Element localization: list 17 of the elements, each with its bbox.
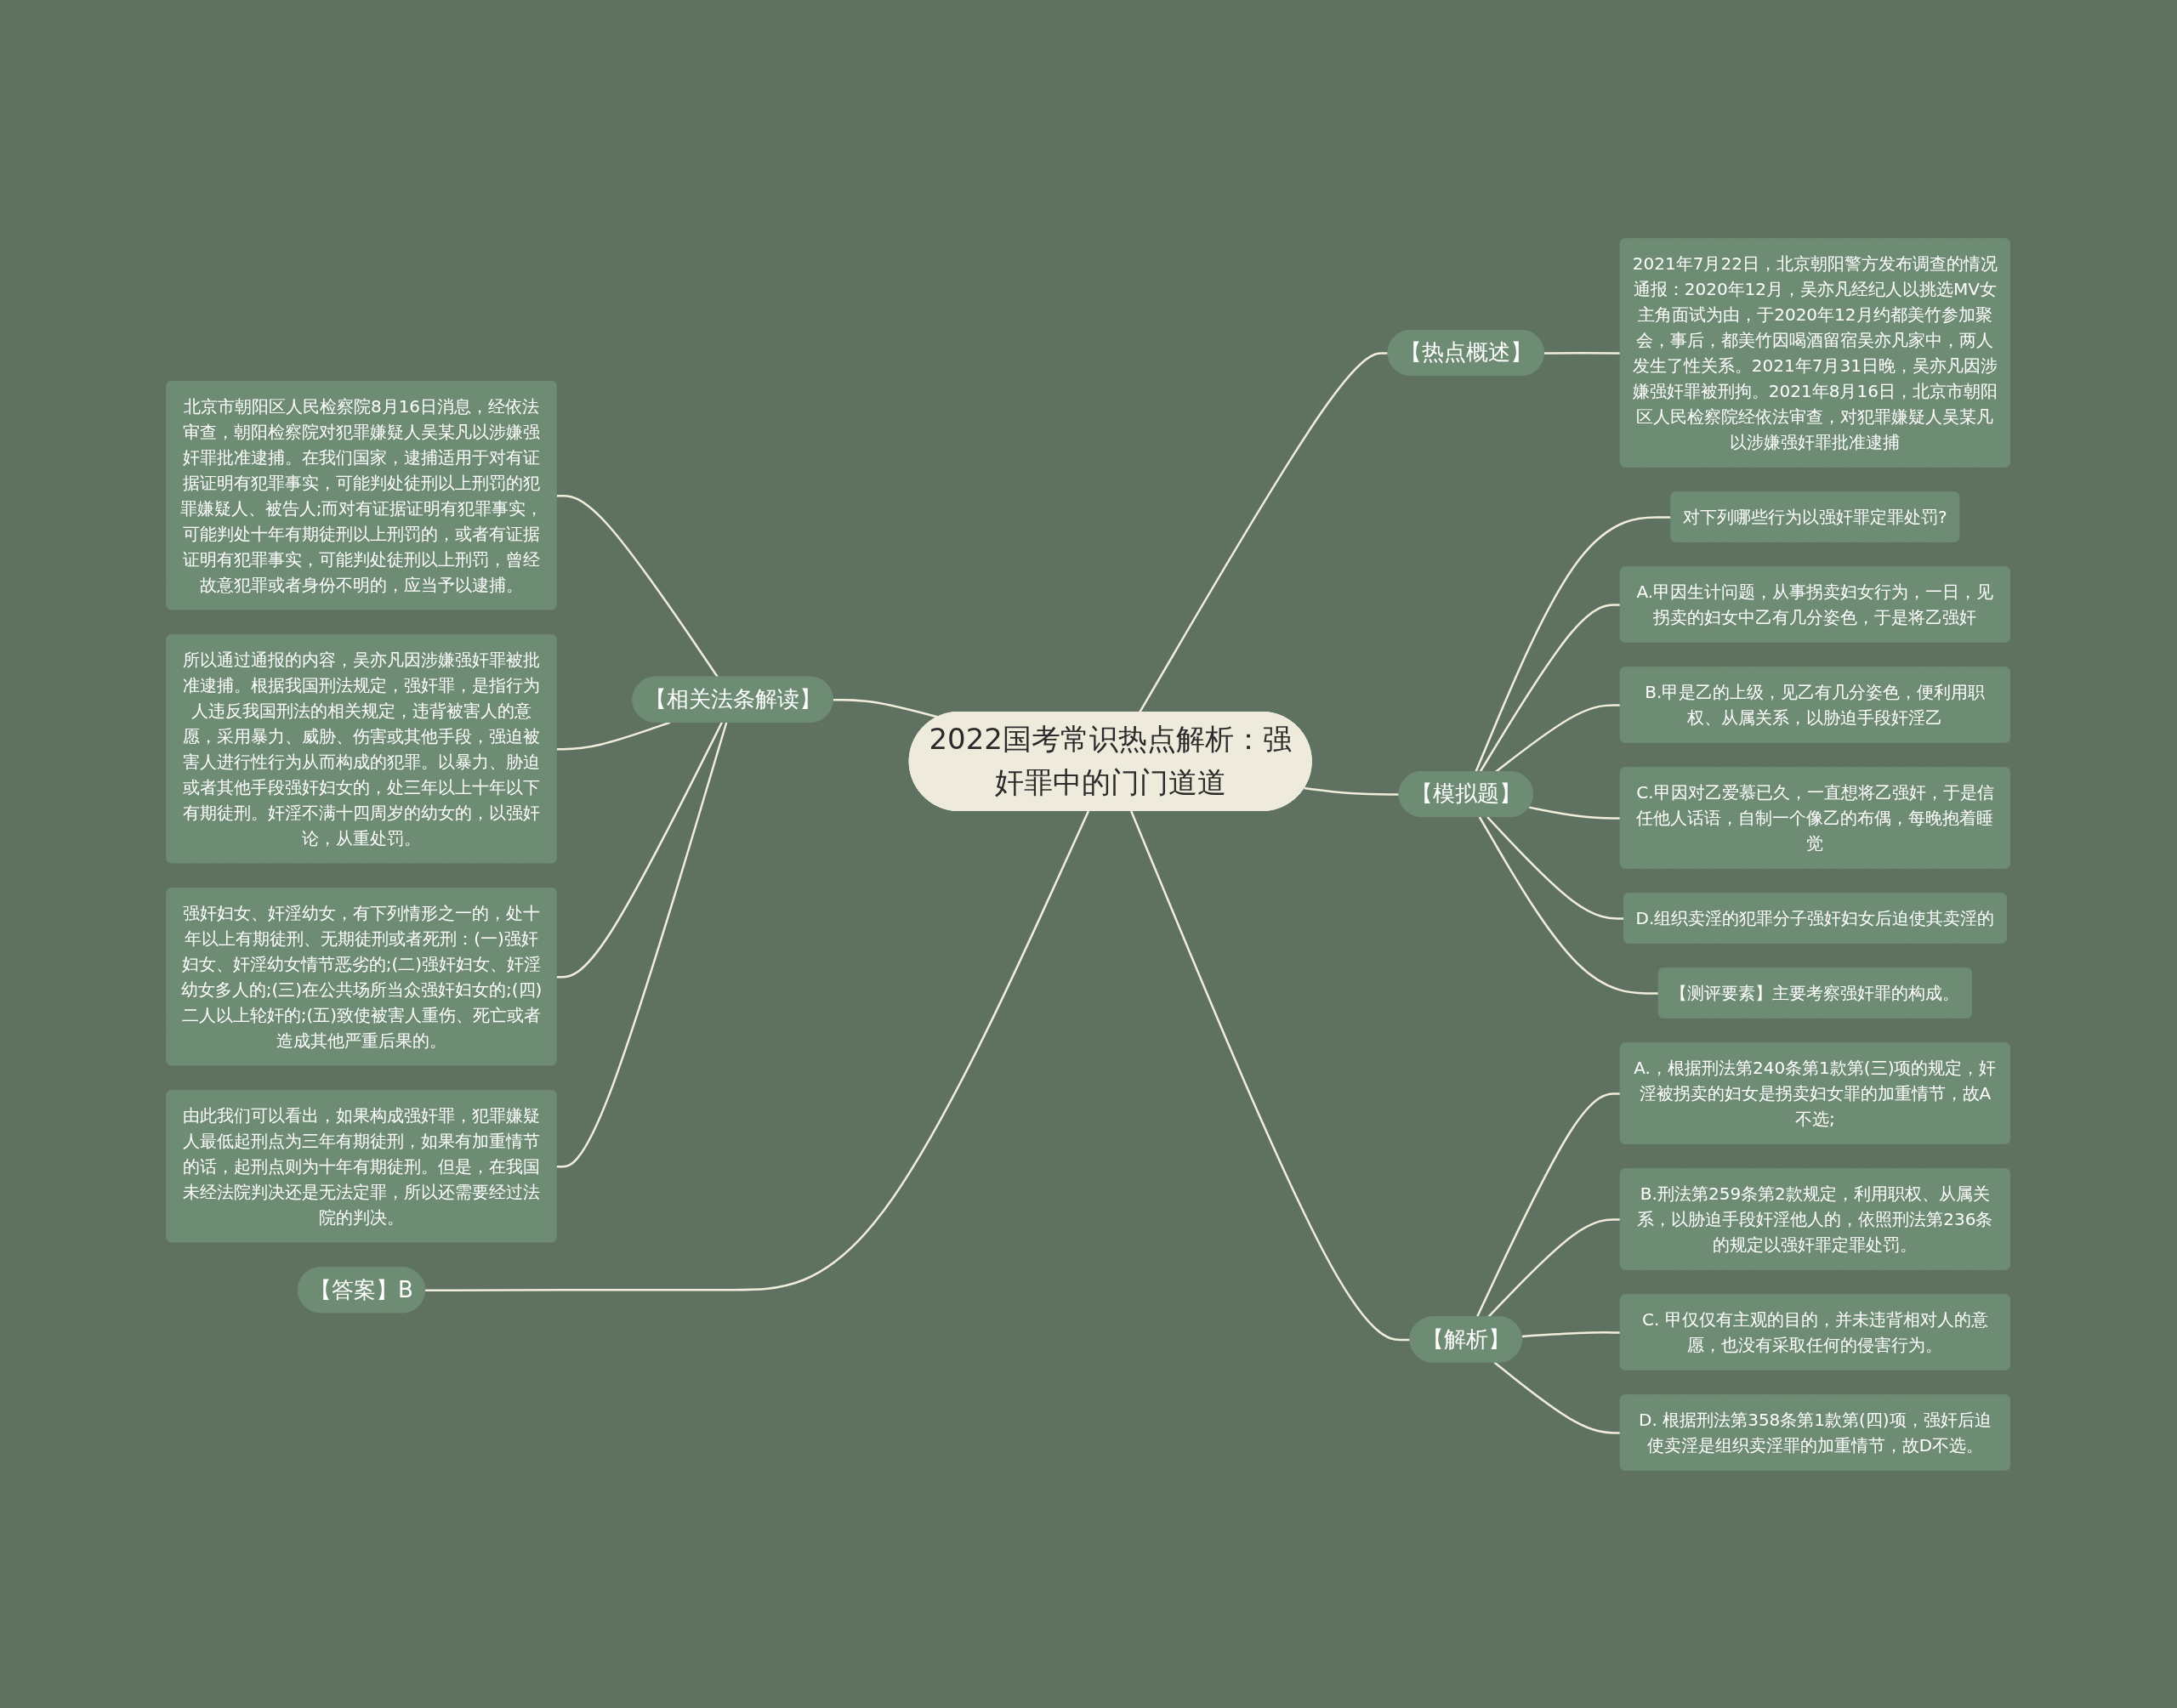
connector <box>556 721 724 978</box>
connector <box>1486 815 1625 920</box>
connector <box>1475 1092 1622 1318</box>
connector <box>1544 351 1622 355</box>
connector <box>556 721 728 1167</box>
connector <box>1130 810 1411 1341</box>
connector <box>556 721 671 750</box>
connector <box>1304 786 1400 796</box>
connector <box>1493 1361 1622 1434</box>
connector <box>1529 805 1622 820</box>
connector <box>1487 1217 1622 1318</box>
connector <box>1475 515 1672 772</box>
connector <box>1478 815 1660 995</box>
connector <box>1521 1331 1622 1337</box>
connector <box>556 494 719 678</box>
connector <box>833 698 939 718</box>
connector <box>425 809 1090 1291</box>
